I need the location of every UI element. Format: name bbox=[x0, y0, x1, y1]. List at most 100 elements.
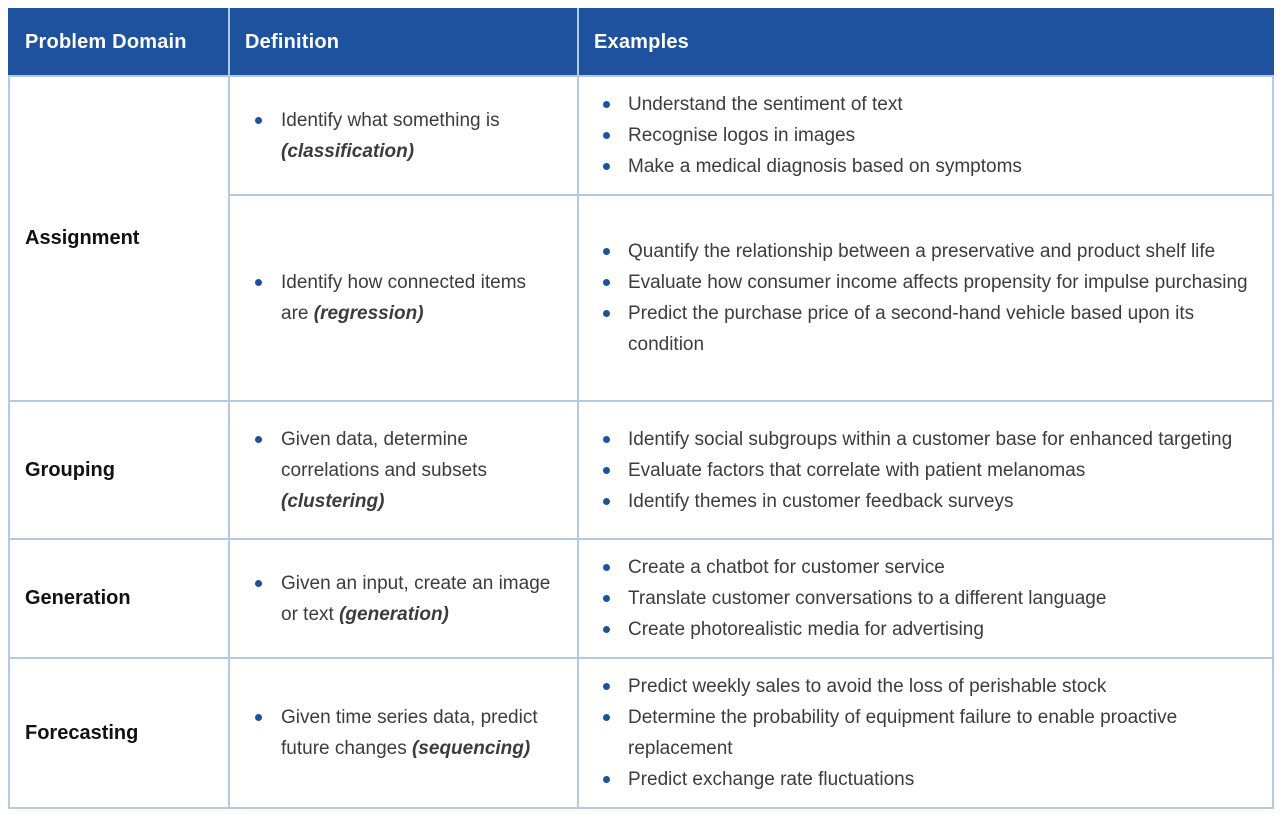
definition-phrase: Identify what something is bbox=[281, 109, 500, 131]
column-header-examples: Examples bbox=[577, 8, 1274, 77]
definition-list: Given an input, create an image or text … bbox=[255, 568, 551, 630]
bullet-icon bbox=[255, 435, 262, 443]
example-text: Create photorealistic media for advertis… bbox=[628, 619, 984, 640]
definition-text: Identify how connected items are (regres… bbox=[281, 267, 551, 329]
definition-phrase: Given time series data, predict future c… bbox=[281, 707, 538, 759]
domain-cell-generation: Generation bbox=[8, 538, 230, 659]
examples-list: Predict weekly sales to avoid the loss o… bbox=[603, 671, 1254, 795]
example-text: Predict exchange rate fluctuations bbox=[628, 769, 915, 790]
examples-list: Identify social subgroups within a custo… bbox=[603, 424, 1254, 517]
definition-phrase: Identify how connected items are bbox=[281, 272, 527, 324]
bullet-icon bbox=[603, 595, 610, 602]
example-item: Determine the probability of equipment f… bbox=[603, 702, 1254, 764]
definition-cell: Identify how connected items are (regres… bbox=[228, 194, 579, 402]
domain-cell-forecasting: Forecasting bbox=[8, 657, 230, 809]
definition-term: (regression) bbox=[313, 303, 424, 324]
example-text: Create a chatbot for customer service bbox=[628, 557, 945, 578]
bullet-icon bbox=[603, 163, 610, 170]
definition-list: Identify how connected items are (regres… bbox=[255, 267, 551, 329]
definition-text: Given an input, create an image or text … bbox=[281, 568, 551, 630]
table-row: Assignment Identify what something is (cl… bbox=[8, 75, 1274, 402]
column-header-problem-domain: Problem Domain bbox=[8, 8, 230, 77]
table-row: Generation Given an input, create an imag… bbox=[8, 538, 1274, 659]
definition-item: Given an input, create an image or text … bbox=[255, 568, 551, 630]
bullet-icon bbox=[603, 626, 610, 633]
example-item: Recognise logos in images bbox=[603, 120, 1254, 151]
definition-list: Identify what something is (classificati… bbox=[255, 105, 551, 167]
examples-cell: Quantify the relationship between a pres… bbox=[577, 194, 1274, 402]
example-text: Make a medical diagnosis based on sympto… bbox=[628, 156, 1022, 177]
example-item: Understand the sentiment of text bbox=[603, 89, 1254, 120]
example-text: Understand the sentiment of text bbox=[628, 94, 903, 115]
example-text: Determine the probability of equipment f… bbox=[628, 707, 1178, 759]
bullet-icon bbox=[603, 466, 610, 474]
definition-text: Identify what something is (classificati… bbox=[281, 105, 551, 167]
domain-cell-assignment: Assignment bbox=[8, 75, 230, 402]
example-text: Recognise logos in images bbox=[628, 125, 856, 146]
bullet-icon bbox=[603, 248, 610, 255]
example-text: Predict the purchase price of a second-h… bbox=[628, 303, 1195, 355]
example-item: Identify social subgroups within a custo… bbox=[603, 424, 1254, 455]
examples-cell: Predict weekly sales to avoid the loss o… bbox=[577, 657, 1274, 809]
definition-item: Given data, determine correlations and s… bbox=[255, 424, 551, 517]
example-item: Translate customer conversations to a di… bbox=[603, 583, 1254, 614]
definition-text: Given data, determine correlations and s… bbox=[281, 424, 551, 517]
bullet-icon bbox=[255, 116, 262, 124]
table-row: Identify how connected items are (regres… bbox=[9, 194, 1274, 402]
definition-cell: Given time series data, predict future c… bbox=[228, 657, 579, 809]
bullet-icon bbox=[603, 714, 610, 721]
example-text: Predict weekly sales to avoid the loss o… bbox=[628, 676, 1107, 697]
domain-cell-grouping: Grouping bbox=[8, 400, 230, 540]
example-item: Create photorealistic media for advertis… bbox=[603, 614, 1254, 645]
bullet-icon bbox=[255, 579, 262, 587]
example-item: Create a chatbot for customer service bbox=[603, 552, 1254, 583]
definition-item: Identify how connected items are (regres… bbox=[255, 267, 551, 329]
example-text: Identify social subgroups within a custo… bbox=[628, 428, 1233, 450]
example-text: Evaluate how consumer income affects pro… bbox=[628, 272, 1248, 293]
bullet-icon bbox=[603, 564, 610, 571]
example-item: Predict the purchase price of a second-h… bbox=[603, 298, 1254, 360]
example-text: Quantify the relationship between a pres… bbox=[628, 241, 1216, 262]
definition-item: Given time series data, predict future c… bbox=[255, 702, 551, 764]
definition-term: (clustering) bbox=[281, 490, 385, 512]
bullet-icon bbox=[603, 683, 610, 690]
bullet-icon bbox=[603, 101, 610, 108]
definition-list: Given data, determine correlations and s… bbox=[255, 424, 551, 517]
table-row: Grouping Given data, determine correlatio… bbox=[8, 400, 1274, 540]
definition-cell: Identify what something is (classificati… bbox=[228, 75, 579, 196]
definition-text: Given time series data, predict future c… bbox=[281, 702, 551, 764]
example-text: Identify themes in customer feedback sur… bbox=[628, 490, 1014, 512]
bullet-icon bbox=[603, 776, 610, 783]
table-row: Forecasting Given time series data, predi… bbox=[8, 657, 1274, 809]
bullet-icon bbox=[255, 714, 262, 721]
definition-phrase: Given data, determine correlations and s… bbox=[281, 428, 487, 481]
example-text: Evaluate factors that correlate with pat… bbox=[628, 459, 1086, 481]
examples-cell: Identify social subgroups within a custo… bbox=[577, 400, 1274, 540]
example-item: Predict exchange rate fluctuations bbox=[603, 764, 1254, 795]
example-item: Make a medical diagnosis based on sympto… bbox=[603, 151, 1254, 182]
bullet-icon bbox=[255, 279, 262, 286]
example-item: Predict weekly sales to avoid the loss o… bbox=[603, 671, 1254, 702]
definition-item: Identify what something is (classificati… bbox=[255, 105, 551, 167]
bullet-icon bbox=[603, 132, 610, 139]
definition-cell: Given data, determine correlations and s… bbox=[228, 400, 579, 540]
examples-list: Quantify the relationship between a pres… bbox=[603, 236, 1254, 360]
bullet-icon bbox=[603, 279, 610, 286]
example-text: Translate customer conversations to a di… bbox=[628, 588, 1107, 609]
definition-term: (sequencing) bbox=[411, 738, 531, 759]
example-item: Evaluate factors that correlate with pat… bbox=[603, 455, 1254, 486]
example-item: Quantify the relationship between a pres… bbox=[603, 236, 1254, 267]
definition-term: (generation) bbox=[339, 603, 449, 625]
definition-phrase: Given an input, create an image or text bbox=[281, 572, 551, 625]
bullet-icon bbox=[603, 310, 610, 317]
example-item: Evaluate how consumer income affects pro… bbox=[603, 267, 1254, 298]
bullet-icon bbox=[603, 497, 610, 505]
example-item: Identify themes in customer feedback sur… bbox=[603, 486, 1254, 517]
column-header-definition: Definition bbox=[228, 8, 579, 77]
